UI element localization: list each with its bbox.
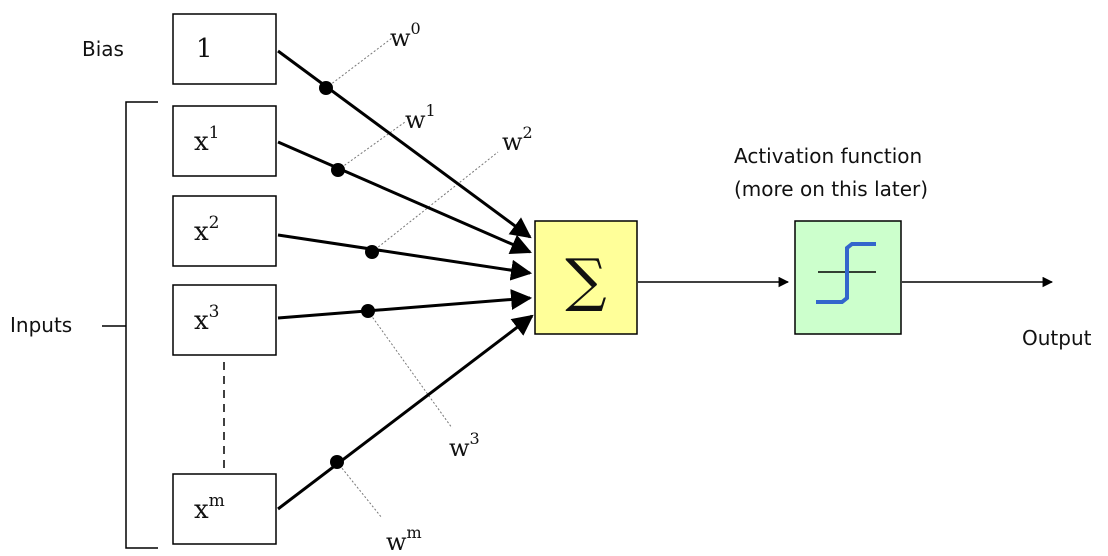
w0-node (319, 81, 333, 95)
input-1-base: x (194, 127, 209, 157)
input-m-base: x (194, 495, 209, 525)
w1-node (331, 163, 345, 177)
wm-node (330, 455, 344, 469)
w1-sup: 1 (426, 101, 436, 120)
inputs-label: Inputs (10, 313, 72, 337)
w1-base: w (405, 106, 426, 134)
weight-leader-lines (325, 37, 499, 519)
weight-nodes (319, 81, 379, 469)
wm-base: w (386, 528, 407, 556)
input-m-sup: m (209, 491, 225, 511)
step-function-curve (816, 242, 876, 304)
w3-node (361, 304, 375, 318)
input-1-sup: 1 (209, 123, 220, 143)
input-box-m: xm (172, 473, 277, 545)
inputs-bracket (125, 101, 158, 549)
sum-box (534, 220, 638, 335)
bias-value: 1 (196, 34, 213, 64)
w0-leader (325, 37, 393, 89)
svg-text:xm: xm (194, 491, 225, 525)
input-2-sup: 2 (209, 213, 220, 233)
svg-text:x2: x2 (194, 213, 220, 247)
w3-base: w (449, 434, 470, 462)
svg-text:x1: x1 (194, 123, 220, 157)
svg-text:w3: w3 (449, 429, 480, 462)
output-label: Output (1022, 326, 1092, 350)
activation-label-line2: (more on this later) (734, 177, 928, 201)
input-connections (277, 49, 534, 511)
w0-sup: 0 (411, 19, 421, 38)
svg-text:w1: w1 (405, 101, 436, 134)
input-box-1: x1 (172, 105, 277, 177)
w2-node (365, 245, 379, 259)
bias-label: Bias (82, 37, 124, 61)
svg-text:x3: x3 (194, 302, 220, 336)
w2-base: w (502, 128, 523, 156)
input-2-base: x (194, 217, 209, 247)
w0-base: w (390, 24, 411, 52)
svg-text:w0: w0 (390, 19, 421, 52)
sum-symbol: ∑ (565, 246, 606, 314)
w2-sup: 2 (523, 123, 533, 142)
input-box-2: x2 (172, 195, 277, 267)
input-3-sup: 3 (209, 302, 220, 322)
input-3-base: x (194, 306, 209, 336)
w3-sup: 3 (470, 429, 480, 448)
wm-sup: m (407, 523, 422, 542)
svg-text:wm: wm (386, 523, 422, 556)
svg-text:w2: w2 (502, 123, 533, 156)
input-box-3: x3 (172, 284, 277, 356)
activation-label-line1: Activation function (734, 144, 922, 168)
bias-box (172, 13, 277, 85)
